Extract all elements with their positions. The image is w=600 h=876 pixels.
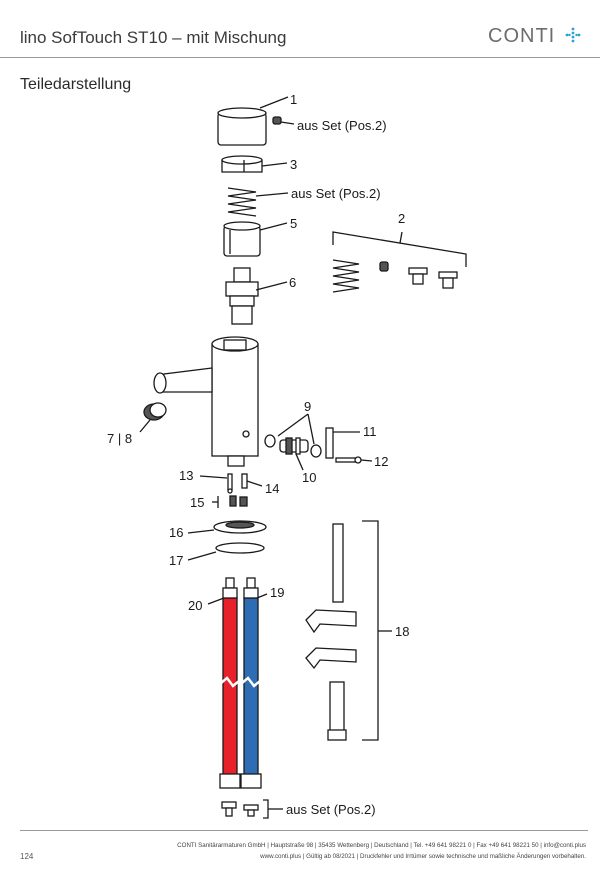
label-1: 1 [290,92,297,107]
hose-break-marks [220,676,261,688]
part-10-valve-insert [279,437,309,455]
part-18-bracket [362,520,392,741]
label-16: 16 [169,525,183,540]
part-16-base-plate [213,520,267,534]
part-6-cartridge [225,267,259,325]
set-valve-icon-b [438,271,458,289]
part-19-cold-hose [240,577,262,789]
label-17: 17 [169,553,183,568]
part-15-bracket [212,496,219,508]
part-3-clip [221,155,263,173]
brand-logo: CONTI [488,25,556,47]
label-set-3: aus Set (Pos.2) [286,802,376,817]
label-10: 10 [302,470,316,485]
set-valve-icon-a [408,267,428,285]
part-17-gasket [215,542,265,554]
section-title: Teiledarstellung [20,76,132,93]
label-set-1: aus Set (Pos.2) [297,118,387,133]
page-number: 124 [20,852,34,861]
label-2: 2 [398,211,405,226]
part-5-sleeve [223,221,261,257]
label-6: 6 [289,275,296,290]
label-9: 9 [304,399,311,414]
label-7-8: 7 | 8 [107,431,132,446]
label-18: 18 [395,624,409,639]
part-9-orings [264,434,322,458]
label-5: 5 [290,216,297,231]
label-19: 19 [270,585,284,600]
faucet-body [153,336,259,467]
part-20-hot-hose [219,577,241,789]
part-11-pin [325,427,334,459]
bottom-set-bracket [263,799,283,819]
grub-screw-icon [272,116,282,125]
part-15-nuts [229,495,248,507]
part-18-kit [305,523,357,741]
label-20: 20 [188,598,202,613]
footer-divider [20,830,588,831]
label-12: 12 [374,454,388,469]
spring-icon [227,187,257,217]
part-2-set [332,231,467,267]
set-spring-icon [332,259,360,293]
label-11: 11 [363,424,377,439]
label-set-2: aus Set (Pos.2) [291,186,381,201]
part-7-8-aerator [143,402,167,421]
label-13: 13 [179,468,193,483]
part-1-cap [217,107,267,146]
label-15: 15 [190,495,204,510]
logo-dots-icon [565,27,581,43]
document-title: lino SofTouch ST10 – mit Mischung [20,28,287,47]
part-13-pin [227,473,233,494]
label-3: 3 [290,157,297,172]
label-14: 14 [265,481,279,496]
part-14-pin [241,473,248,489]
part-12-screw [335,456,362,464]
bottom-set-fittings [221,801,259,817]
footer-address: CONTI Sanitärarmaturen GmbH | Hauptstraß… [177,842,586,849]
footer-legal: www.conti.plus | Gültig ab 08/2021 | Dru… [260,853,586,860]
header-divider [0,57,600,58]
